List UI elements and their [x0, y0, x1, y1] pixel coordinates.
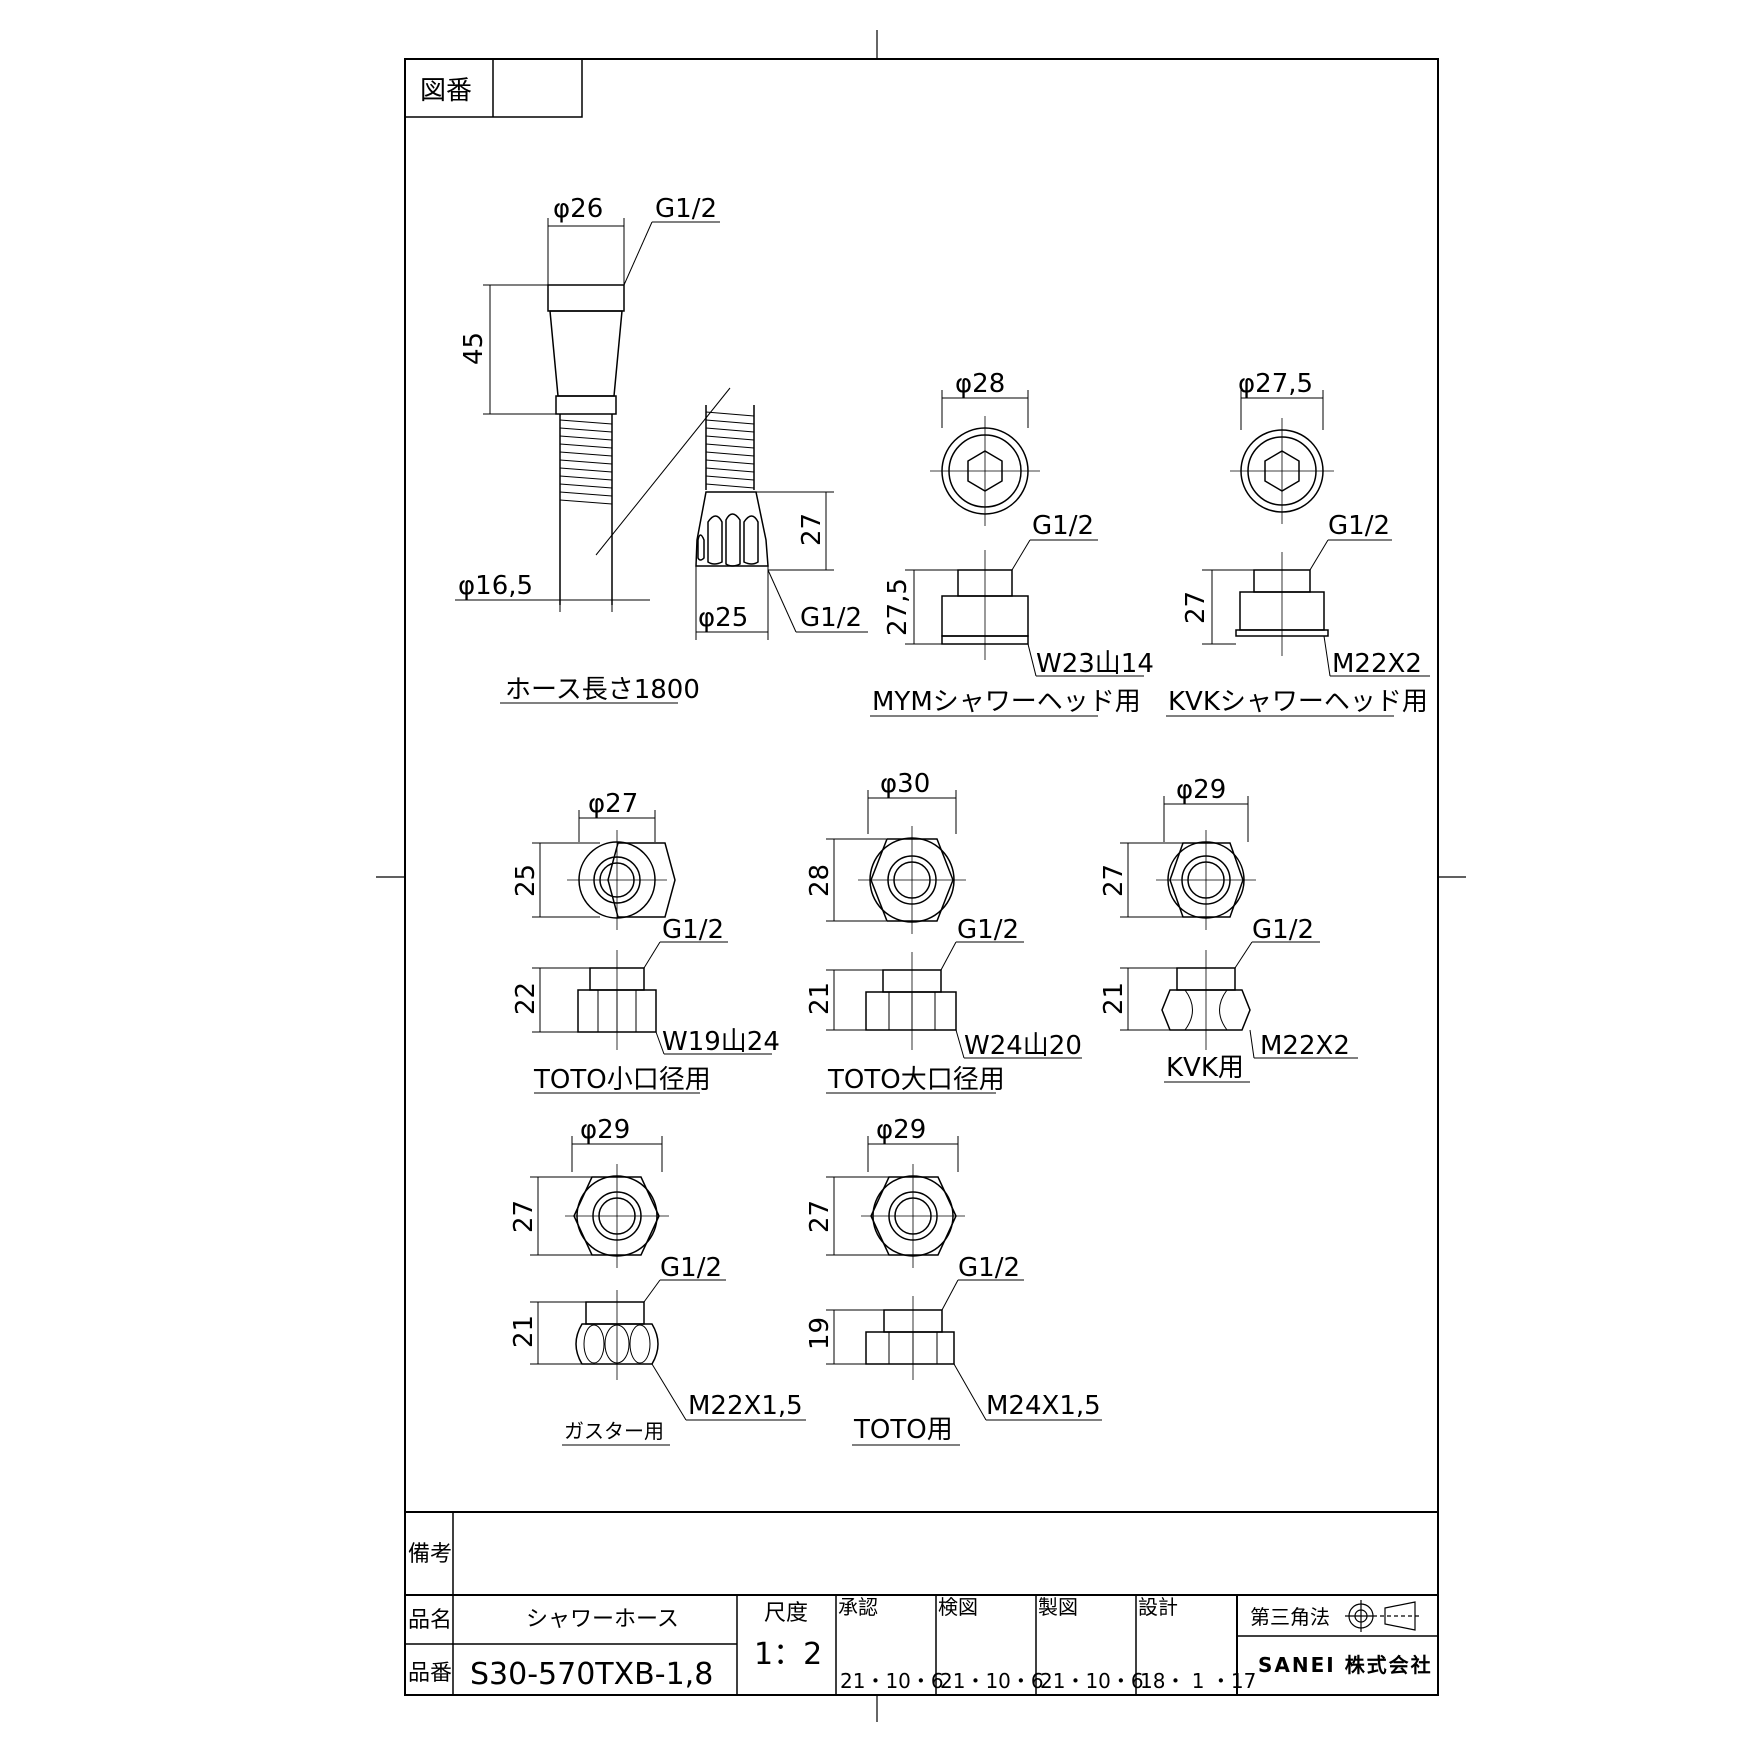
hose-nut-diameter: φ25: [698, 603, 748, 633]
gaster-diameter: φ29: [580, 1115, 630, 1145]
company-name: SANEI 株式会社: [1258, 1653, 1433, 1677]
gaster-adapter-view: φ29 27 G1/2 21 M22X1,5 ガスター用: [509, 1115, 806, 1446]
mym-adapter-view: φ28 G1/2 27,5 W23山14 MYMシャワーヘッド用: [870, 369, 1154, 717]
gaster-across: 27: [509, 1200, 539, 1233]
product-name-value: シャワーホース: [526, 1607, 679, 1632]
kvk-head-diameter: φ27,5: [1238, 369, 1313, 399]
check-label: 検図: [938, 1595, 978, 1619]
kvk-head-height: 27: [1181, 591, 1211, 624]
toto-bottom-thread: M24X1,5: [986, 1391, 1101, 1421]
mym-thread: G1/2: [1032, 511, 1094, 541]
design-date: 18・ 1 ・17: [1140, 1669, 1256, 1693]
drawing-frame: [404, 58, 1439, 1696]
toto-large-diameter: φ30: [880, 769, 930, 799]
toto-large-label: TOTO大口径用: [827, 1065, 1005, 1095]
kvk-diameter: φ29: [1176, 775, 1226, 805]
scale-value: 1：2: [754, 1637, 822, 1672]
kvk-head-thread: G1/2: [1328, 511, 1390, 541]
kvk-head-label: KVKシャワーヘッド用: [1168, 687, 1428, 717]
toto-height: 19: [805, 1317, 835, 1350]
toto-large-height: 21: [805, 982, 835, 1015]
hose-view: φ26 G1/2 45 φ16,5 φ25 G1/2 27 ホース長さ1800: [455, 194, 868, 705]
gaster-height: 21: [509, 1315, 539, 1348]
toto-large-bottom-thread: W24山20: [964, 1031, 1082, 1061]
mym-bottom-thread: W23山14: [1036, 649, 1154, 679]
hose-nut-height: 27: [797, 513, 827, 546]
hose-diameter: φ16,5: [458, 571, 533, 601]
product-name-label: 品名: [408, 1608, 452, 1633]
toto-small-across: 25: [511, 864, 541, 897]
kvk-bottom-thread: M22X2: [1260, 1031, 1350, 1061]
toto-large-across: 28: [805, 864, 835, 897]
toto-small-adapter-view: φ27 25 G1/2 22 W19山24 TOTO小口径用: [511, 789, 780, 1095]
drawing-number-label: 図番: [420, 76, 472, 106]
toto-small-thread: G1/2: [662, 915, 724, 945]
toto-small-diameter: φ27: [588, 789, 638, 819]
gaster-label: ガスター用: [564, 1419, 664, 1443]
hose-top-thread: G1/2: [655, 194, 717, 224]
toto-across: 27: [805, 1200, 835, 1233]
hose-nut: [695, 491, 769, 567]
toto-adapter-view: φ29 27 G1/2 19 M24X1,5 TOTO用: [805, 1115, 1102, 1446]
kvk-adapter-view: φ29 27 G1/2 21 M22X2 KVK用: [1099, 775, 1358, 1083]
mym-height: 27,5: [883, 578, 913, 636]
toto-small-label: TOTO小口径用: [533, 1065, 711, 1095]
scale-label: 尺度: [764, 1601, 808, 1626]
design-label: 設計: [1138, 1595, 1178, 1619]
kvk-height: 21: [1099, 982, 1129, 1015]
kvk-across: 27: [1099, 864, 1129, 897]
hose-corrugation: [559, 419, 613, 505]
draft-date: 21・10・6: [1040, 1669, 1144, 1693]
check-date: 21・10・6: [940, 1669, 1044, 1693]
gaster-thread: G1/2: [660, 1253, 722, 1283]
part-number-value: S30-570TXB-1,8: [470, 1657, 713, 1692]
gaster-bottom-thread: M22X1,5: [688, 1391, 803, 1421]
title-block: 備考 品名 シャワーホース 品番 S30-570TXB-1,8 尺度 1：2 承…: [405, 1511, 1438, 1695]
kvk-head-adapter-view: φ27,5 G1/2 27 M22X2 KVKシャワーヘッド用: [1166, 369, 1430, 717]
toto-small-bottom-thread: W19山24: [662, 1027, 780, 1057]
toto-diameter: φ29: [876, 1115, 926, 1145]
remarks-label: 備考: [408, 1542, 452, 1567]
crop-marks: [376, 30, 1466, 1722]
mym-label: MYMシャワーヘッド用: [872, 687, 1141, 717]
approve-label: 承認: [838, 1595, 878, 1619]
toto-small-height: 22: [511, 982, 541, 1015]
third-angle-projection-icon: [1345, 1600, 1420, 1632]
draft-label: 製図: [1038, 1595, 1078, 1619]
toto-large-thread: G1/2: [957, 915, 1019, 945]
drawing-number-box: 図番: [404, 58, 583, 118]
mym-diameter: φ28: [955, 369, 1005, 399]
part-number-label: 品番: [408, 1661, 452, 1686]
kvk-head-bottom-thread: M22X2: [1332, 649, 1422, 679]
hose-length-label: ホース長さ1800: [505, 675, 700, 705]
toto-thread: G1/2: [958, 1253, 1020, 1283]
approve-date: 21・10・6: [840, 1669, 944, 1693]
hose-bottom-thread: G1/2: [800, 603, 862, 633]
kvk-label: KVK用: [1166, 1053, 1244, 1083]
hose-top-diameter: φ26: [553, 194, 603, 224]
kvk-thread: G1/2: [1252, 915, 1314, 945]
hose-fitting-length: 45: [459, 332, 489, 365]
toto-label: TOTO用: [853, 1415, 953, 1445]
projection-label: 第三角法: [1250, 1605, 1330, 1629]
toto-large-adapter-view: φ30 28 G1/2 21 W24山20 TOTO大口径用: [805, 769, 1082, 1095]
